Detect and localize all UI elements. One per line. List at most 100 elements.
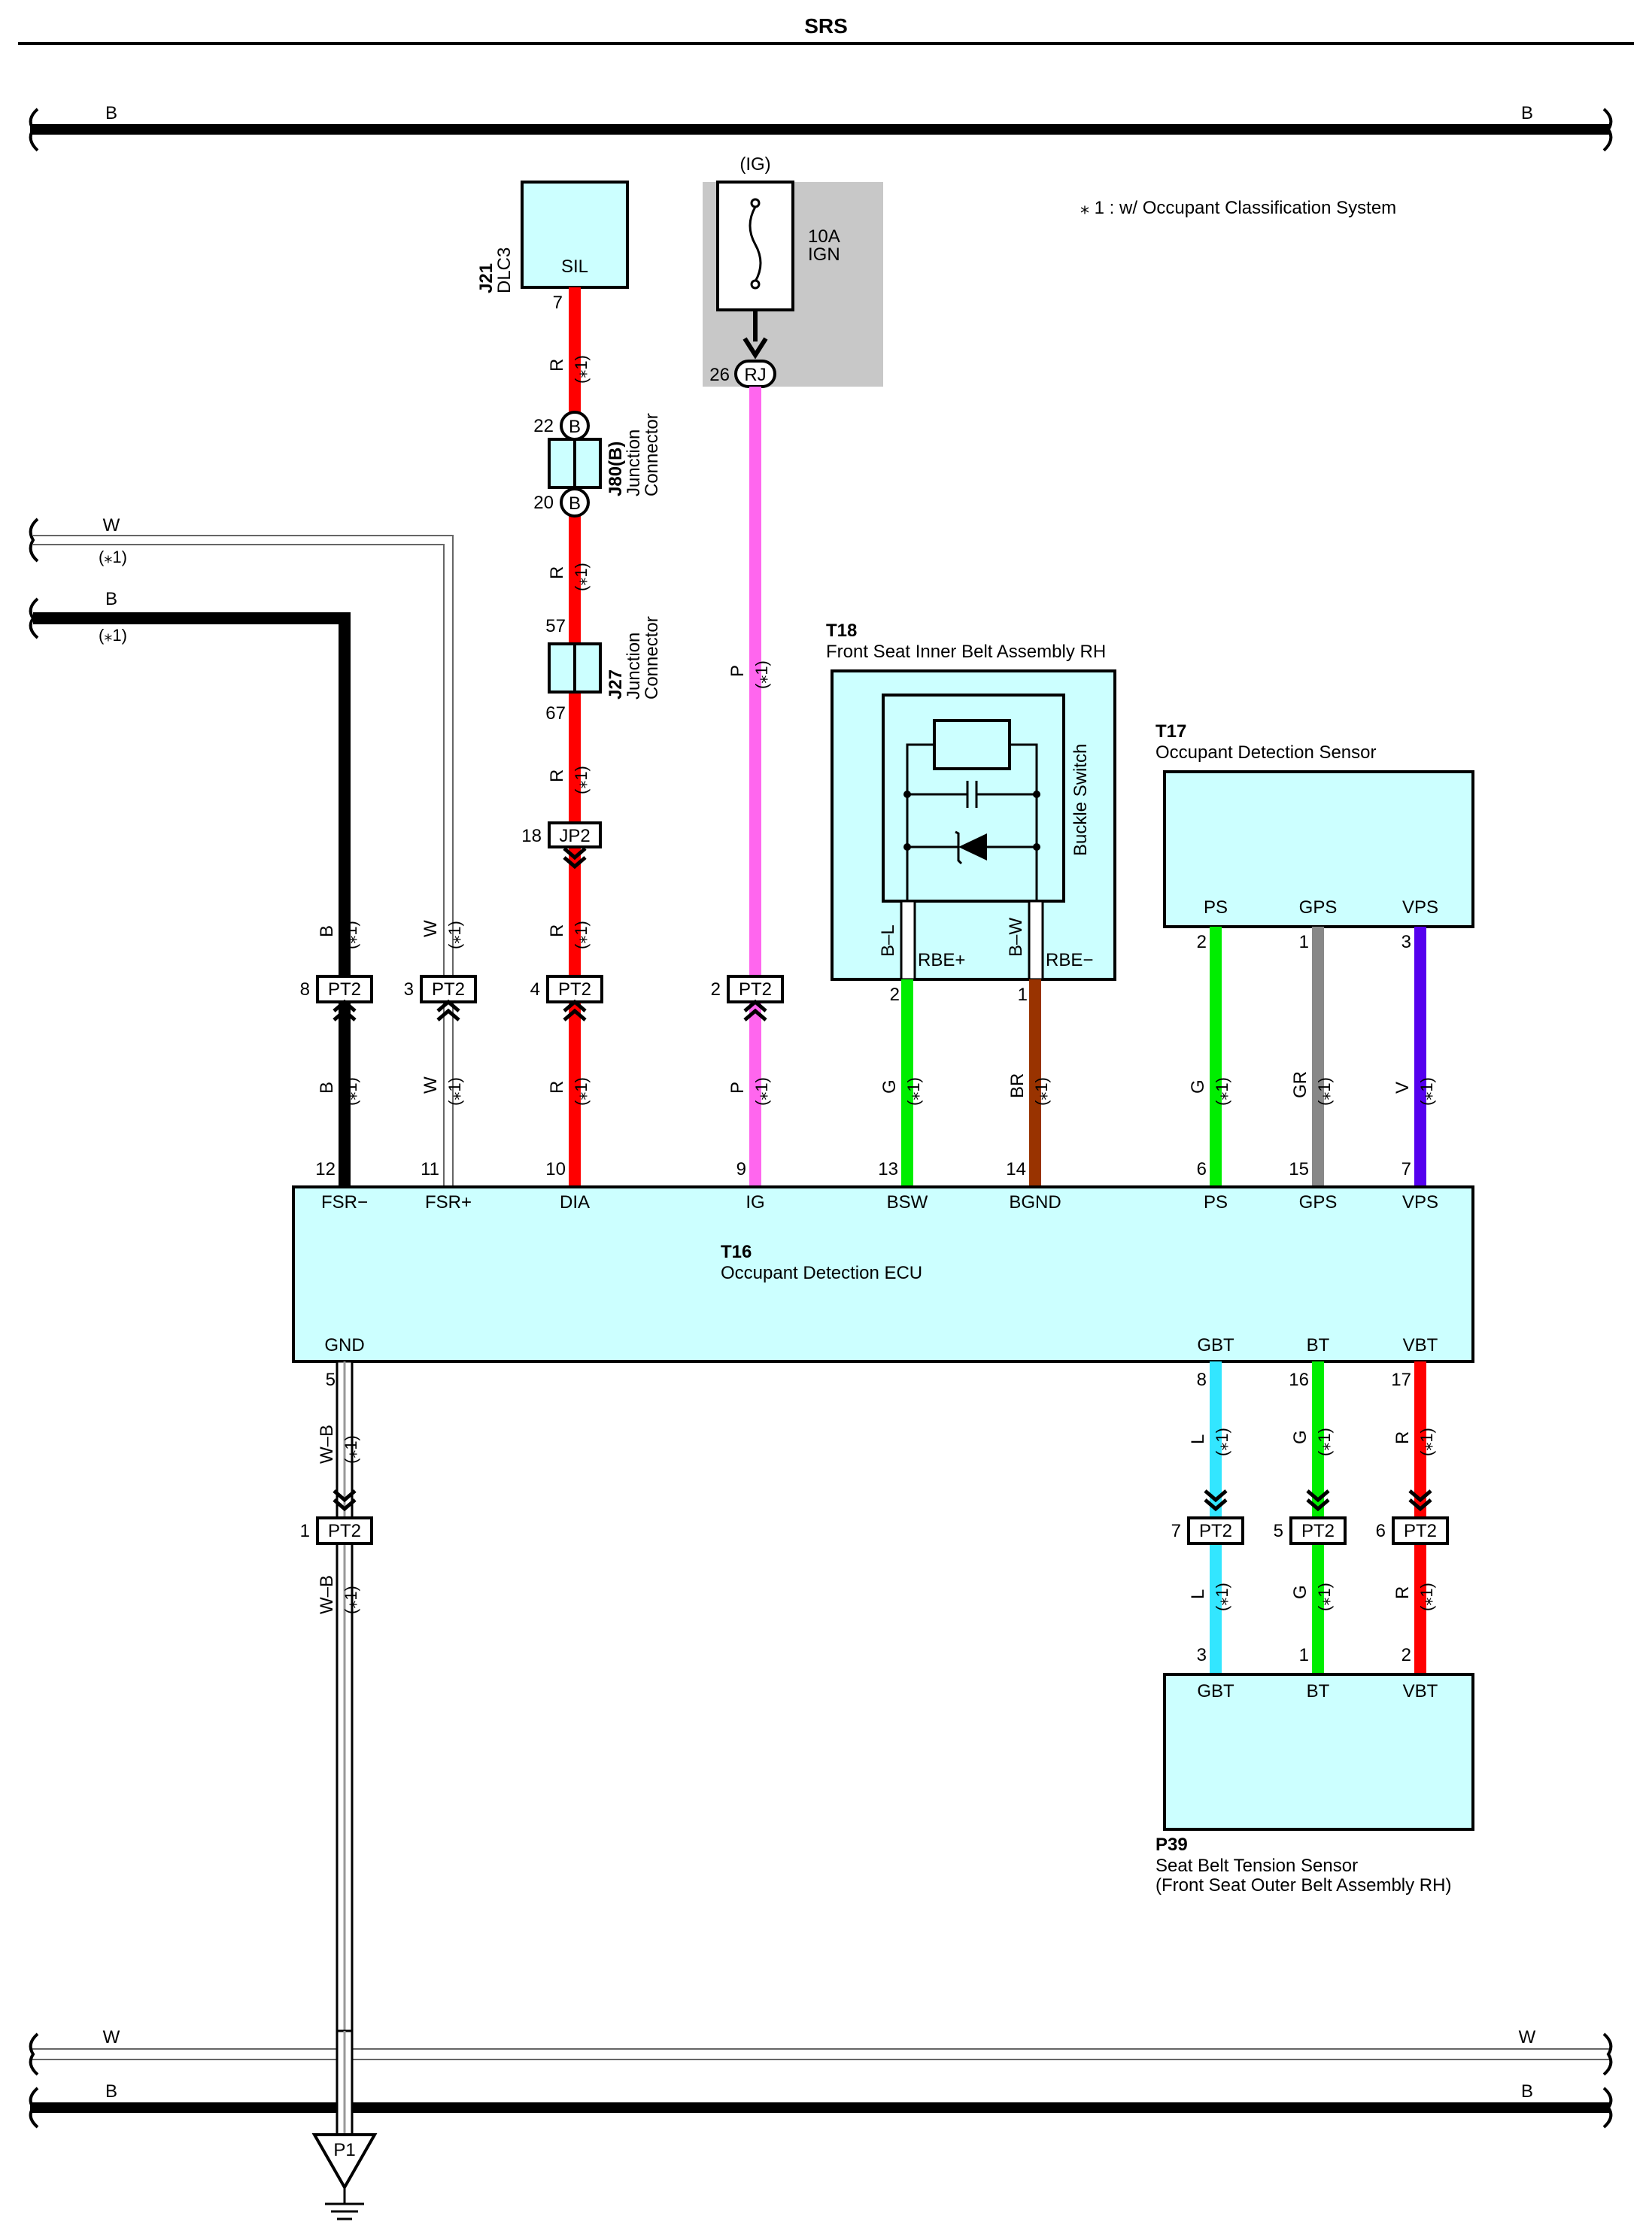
t16-name: Occupant Detection ECU [721, 1263, 922, 1283]
svg-text:V: V [1392, 1082, 1413, 1094]
t17-code: T17 [1155, 721, 1186, 742]
svg-text:BR: BR [1007, 1073, 1028, 1098]
svg-text:IG: IG [746, 1192, 764, 1213]
j80-name2: Connector [642, 413, 662, 496]
t16-occupant-detection-ecu: T16 Occupant Detection ECU FSR− FSR+ DIA… [292, 1159, 1474, 1390]
svg-text:BGND: BGND [1009, 1192, 1061, 1213]
j21-terminal: SIL [561, 256, 588, 277]
svg-text:PT2: PT2 [432, 979, 465, 1000]
svg-text:(⁎1): (⁎1) [1417, 1583, 1436, 1611]
jp2-pin: 18 [521, 826, 542, 846]
svg-text:VBT: VBT [1403, 1335, 1438, 1355]
svg-text:VBT: VBT [1403, 1681, 1438, 1701]
top-b-bus: B B [29, 103, 1613, 152]
svg-text:R: R [547, 769, 567, 782]
p1-ground-icon: P1 [311, 2133, 378, 2220]
svg-text:7: 7 [1171, 1521, 1181, 1541]
svg-text:17: 17 [1391, 1370, 1411, 1390]
svg-text:14: 14 [1006, 1159, 1026, 1179]
svg-text:(⁎1): (⁎1) [1213, 1077, 1231, 1106]
svg-text:JP2: JP2 [559, 826, 590, 846]
t18-term1: RBE+ [918, 950, 965, 970]
svg-text:P: P [727, 1082, 748, 1094]
svg-text:(⁎1): (⁎1) [342, 1586, 360, 1614]
svg-text:R: R [547, 566, 567, 579]
j27-pin-top: 57 [545, 616, 566, 636]
svg-text:5: 5 [1274, 1521, 1283, 1541]
wire-labels-upper: R (⁎1) R (⁎1) R (⁎1) R (⁎1) R (⁎1) P (⁎1… [317, 355, 1436, 1106]
svg-text:9: 9 [736, 1159, 746, 1179]
j27-name1: Junction [624, 633, 644, 700]
top-bus-label-right: B [1521, 103, 1533, 123]
j21-code: J21 [476, 263, 497, 293]
svg-text:(⁎1): (⁎1) [1315, 1583, 1334, 1611]
svg-text:4: 4 [530, 979, 540, 1000]
t18-term2: RBE− [1046, 950, 1093, 970]
t17-occupant-detection-sensor: T17 Occupant Detection Sensor PS GPS VPS… [1155, 721, 1474, 952]
t18-front-seat-inner-belt: T18 Front Seat Inner Belt Assembly RH Bu… [826, 621, 1116, 1005]
svg-text:6: 6 [1376, 1521, 1386, 1541]
svg-text:PT2: PT2 [1199, 1521, 1232, 1541]
svg-text:GPS: GPS [1299, 897, 1338, 918]
svg-text:1: 1 [300, 1521, 310, 1541]
svg-text:8: 8 [1197, 1370, 1207, 1390]
fuse-connector: RJ [744, 365, 766, 385]
svg-text:P: P [727, 665, 748, 677]
t18-wire2: B–W [1006, 918, 1026, 957]
svg-text:(⁎1): (⁎1) [1032, 1077, 1051, 1106]
svg-text:10: 10 [545, 1159, 566, 1179]
svg-text:PT2: PT2 [1301, 1521, 1335, 1541]
svg-text:(⁎1): (⁎1) [1213, 1428, 1231, 1456]
svg-text:15: 15 [1289, 1159, 1309, 1179]
top-bus-label-left: B [105, 103, 117, 123]
j27-pin-bottom: 67 [545, 703, 566, 724]
footnote: ⁎ 1 : w/ Occupant Classification System [1080, 198, 1396, 218]
p1-label: P1 [333, 2140, 355, 2160]
j21-dlc3: SIL J21 DLC3 7 [476, 181, 629, 313]
svg-text:GND: GND [324, 1335, 364, 1355]
svg-text:W: W [421, 920, 441, 937]
page-title: SRS [804, 14, 848, 38]
svg-text:(⁎1): (⁎1) [342, 1435, 360, 1464]
left-b-label: B [105, 589, 117, 609]
svg-text:7: 7 [1401, 1159, 1411, 1179]
svg-text:(⁎1): (⁎1) [572, 1077, 591, 1106]
pt2-lower-connectors: PT2 1 PT2 7 PT2 5 PT2 6 [300, 1491, 1449, 1545]
svg-text:11: 11 [421, 1159, 439, 1179]
t16-code: T16 [721, 1242, 752, 1262]
svg-text:GBT: GBT [1197, 1681, 1234, 1701]
svg-text:(⁎1): (⁎1) [342, 921, 360, 949]
svg-text:(⁎1): (⁎1) [342, 1077, 360, 1106]
svg-text:R: R [547, 924, 567, 937]
svg-text:(⁎1): (⁎1) [1315, 1077, 1334, 1106]
svg-text:GBT: GBT [1197, 1335, 1234, 1355]
j80-code: J80(B) [606, 442, 626, 496]
svg-text:1: 1 [1299, 1645, 1309, 1665]
svg-text:8: 8 [300, 979, 310, 1000]
svg-text:BT: BT [1307, 1335, 1330, 1355]
bottom-b-bus: B B [29, 2081, 1613, 2129]
p39-name2: (Front Seat Outer Belt Assembly RH) [1155, 1875, 1451, 1896]
svg-text:PS: PS [1204, 1192, 1228, 1213]
svg-text:(⁎1): (⁎1) [572, 766, 591, 794]
j80-name1: Junction [624, 429, 644, 496]
j27-name2: Connector [642, 616, 662, 700]
svg-text:PT2: PT2 [328, 1521, 361, 1541]
bottom-b-label-right: B [1521, 2081, 1533, 2102]
left-w-label: W [103, 515, 120, 536]
fuse-rating: 10A [808, 226, 840, 247]
svg-text:BT: BT [1307, 1681, 1330, 1701]
svg-text:B: B [569, 493, 581, 514]
svg-text:(⁎1): (⁎1) [572, 355, 591, 384]
svg-text:FSR+: FSR+ [425, 1192, 472, 1213]
svg-text:12: 12 [315, 1159, 336, 1179]
svg-text:PT2: PT2 [1404, 1521, 1437, 1541]
t18-pin1: 2 [890, 985, 900, 1005]
svg-text:(⁎1): (⁎1) [445, 921, 464, 949]
t18-pin2: 1 [1018, 985, 1028, 1005]
bottom-w-label-right: W [1519, 2027, 1536, 2047]
left-w-opt: (⁎1) [99, 548, 127, 566]
bottom-w-label-left: W [103, 2027, 120, 2047]
svg-text:2: 2 [1197, 932, 1207, 952]
bottom-w-bus: W W [29, 2027, 1613, 2076]
